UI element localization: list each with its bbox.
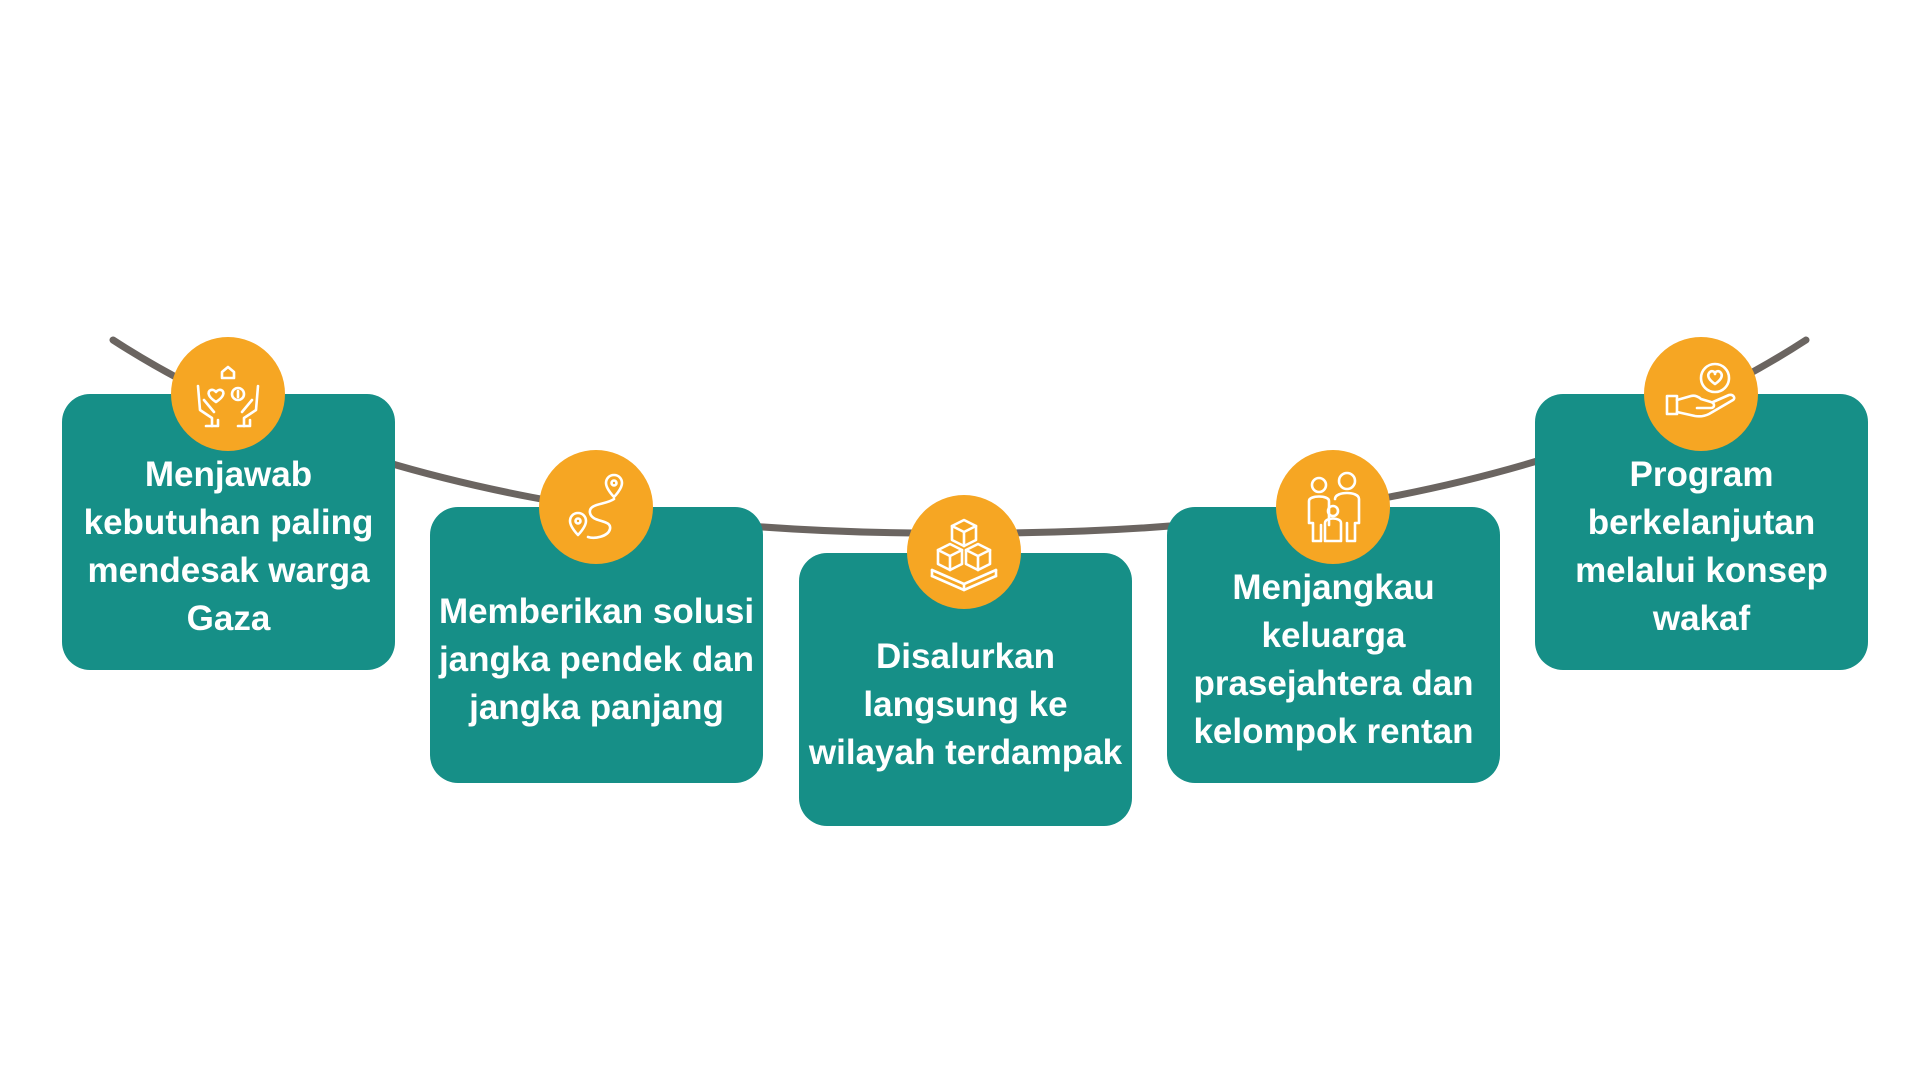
step-badge-2 — [539, 450, 653, 564]
step-text-3: Disalurkan langsung ke wilayah terdampak — [808, 636, 1123, 772]
route-map-pin-icon — [568, 473, 624, 540]
step-text-1: Menjawab kebutuhan paling mendesak warga… — [83, 455, 374, 638]
step-text-5: Program berkelanjutan melalui konsep wak… — [1575, 455, 1828, 638]
hands-giving-heart-icon — [196, 365, 260, 428]
step-text-4: Menjangkau keluarga prasejahtera dan kel… — [1193, 568, 1474, 751]
step-card-4: Menjangkau keluarga prasejahtera dan kel… — [1167, 507, 1500, 783]
family-icon — [1307, 471, 1361, 543]
step-badge-4 — [1276, 450, 1390, 564]
step-badge-1 — [171, 337, 285, 451]
hand-heart-icon — [1665, 362, 1736, 418]
step-card-2: Memberikan solusi jangka pendek dan jang… — [430, 507, 763, 783]
step-badge-5 — [1644, 337, 1758, 451]
step-badge-3 — [907, 495, 1021, 609]
step-text-2: Memberikan solusi jangka pendek dan jang… — [438, 592, 755, 727]
boxes-pallet-icon — [930, 518, 998, 592]
